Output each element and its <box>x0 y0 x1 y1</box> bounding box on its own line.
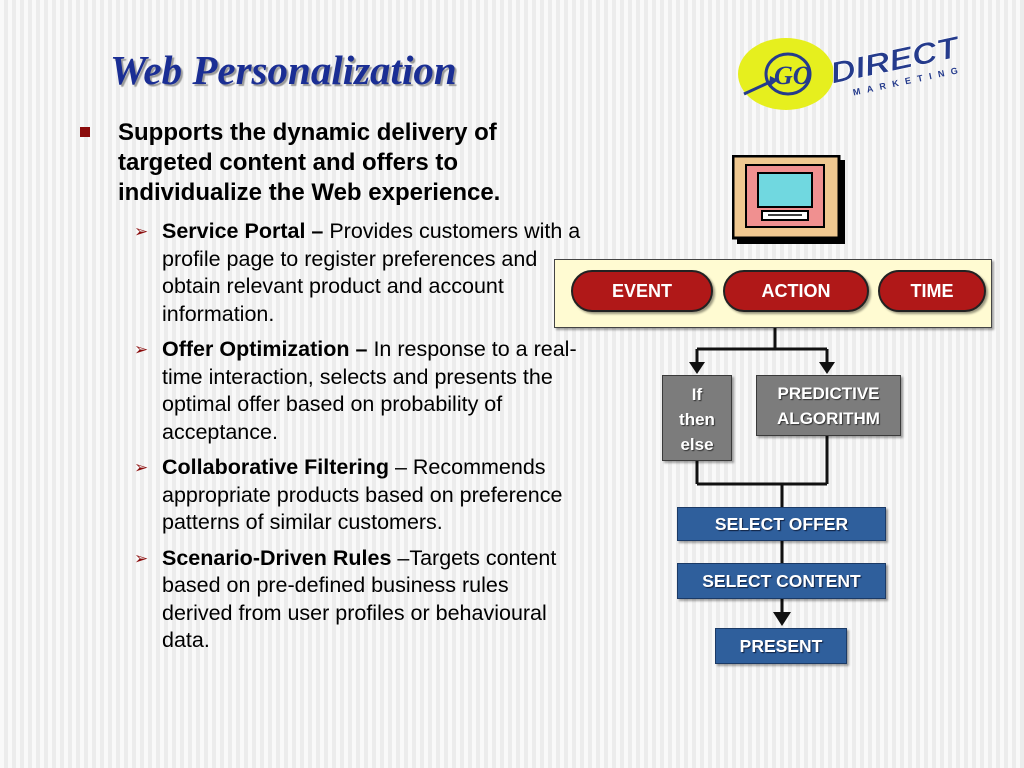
sub-bullet-lead: Collaborative Filtering <box>162 455 389 479</box>
if-then-else-box: If then else <box>662 375 732 461</box>
main-bullet-text: Supports the dynamic delivery of targete… <box>118 119 501 206</box>
time-label: TIME <box>910 280 954 301</box>
sub-bullet-text: In response to a real-time interaction, … <box>162 337 577 444</box>
arrowhead-to-predictive <box>819 362 835 374</box>
sub-bullet-offer-optimization: ➢ Offer Optimization – In response to a r… <box>134 336 584 446</box>
monitor-screen <box>757 172 813 208</box>
predictive-algorithm-box: PREDICTIVE ALGORITHM <box>756 375 901 436</box>
else-label: else <box>680 435 714 454</box>
sub-bullet-text: – Recommends appropriate products based … <box>162 455 563 534</box>
algorithm-label: ALGORITHM <box>777 409 880 428</box>
arrow-bullet-icon: ➢ <box>134 458 149 477</box>
arrow-bullet-icon: ➢ <box>134 340 149 359</box>
event-pill: EVENT <box>571 270 713 312</box>
present-box: PRESENT <box>715 628 847 664</box>
go-direct-marketing-logo: GO DIRECT MARKETING <box>738 30 965 110</box>
arrowhead-to-if <box>689 362 705 374</box>
predictive-label: PREDICTIVE <box>777 384 880 403</box>
computer-monitor-icon <box>732 155 845 244</box>
logo-yellow-disc <box>738 38 834 110</box>
square-bullet-icon <box>80 127 90 137</box>
then-label: then <box>679 410 715 429</box>
logo-arrow-shaft <box>743 80 771 96</box>
arrowhead-to-present <box>773 612 791 626</box>
action-label: ACTION <box>761 280 831 301</box>
sub-bullet-text: –Targets content based on pre-defined bu… <box>162 545 557 653</box>
event-action-time-panel: EVENT ACTION TIME <box>554 259 992 328</box>
main-bullet: Supports the dynamic delivery of targete… <box>80 118 590 208</box>
time-pill: TIME <box>878 270 986 312</box>
sub-bullet-collaborative-filtering: ➢ Collaborative Filtering – Recommends ap… <box>134 454 584 537</box>
if-label: If <box>691 385 703 404</box>
sub-bullet-text: Provides customers with a profile page t… <box>162 219 581 326</box>
select-content-label: SELECT CONTENT <box>702 570 861 591</box>
slide-title: Web Personalization <box>110 47 457 93</box>
select-offer-box: SELECT OFFER <box>677 507 886 541</box>
logo-go-text: GO <box>774 61 812 90</box>
logo-go-ring <box>764 52 812 96</box>
select-content-box: SELECT CONTENT <box>677 563 886 599</box>
present-label: PRESENT <box>739 635 823 656</box>
sub-bullet-service-portal: ➢ Service Portal – Provides customers wit… <box>134 218 584 328</box>
select-offer-label: SELECT OFFER <box>714 513 849 534</box>
sub-bullet-lead: Service Portal – <box>162 219 324 243</box>
arrow-bullet-icon: ➢ <box>134 222 149 241</box>
sub-bullet-lead: Scenario-Driven Rules <box>162 545 392 570</box>
arrow-bullet-icon: ➢ <box>134 548 149 568</box>
logo-arrow-head <box>769 76 778 87</box>
action-pill: ACTION <box>723 270 869 312</box>
sub-bullet-scenario-driven-rules: ➢ Scenario-Driven Rules –Targets content … <box>134 545 584 655</box>
sub-bullet-lead: Offer Optimization – <box>162 337 368 361</box>
sub-bullet-list: ➢ Service Portal – Provides customers wit… <box>134 218 584 663</box>
event-label: EVENT <box>611 280 672 301</box>
